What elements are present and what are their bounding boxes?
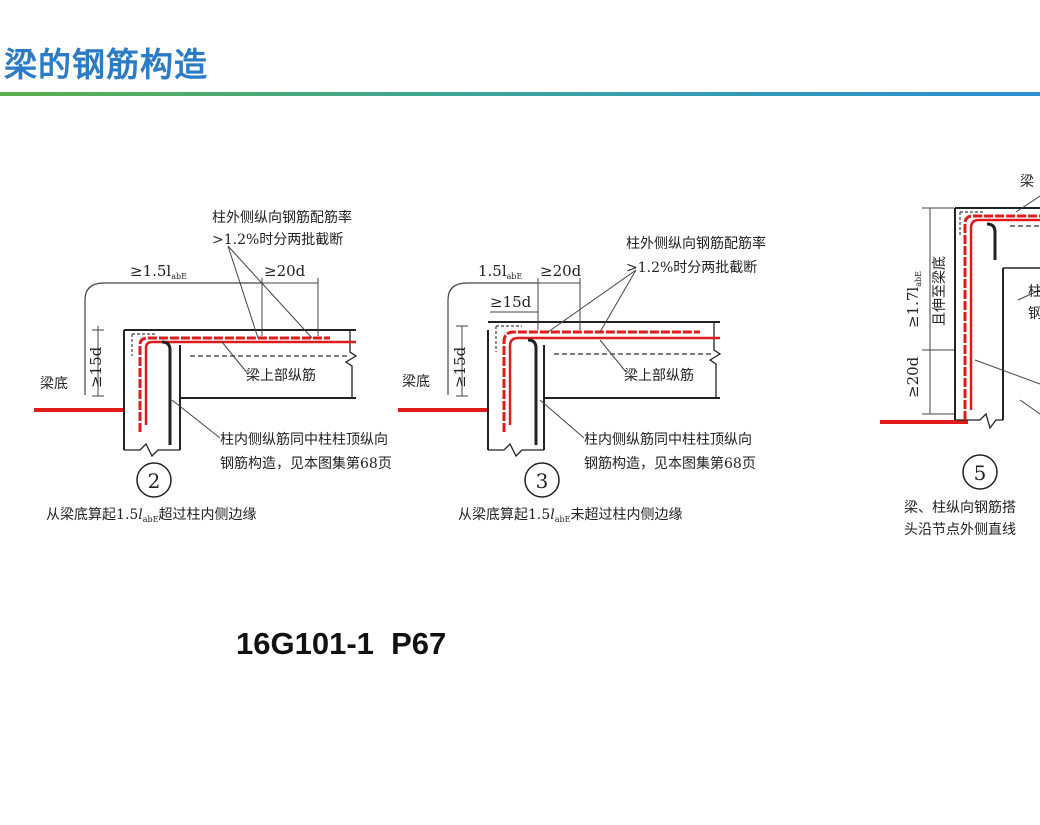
break-mark xyxy=(955,412,1003,430)
break-mark xyxy=(124,442,180,458)
dim-bend: ≥15d xyxy=(87,346,105,388)
leader-line xyxy=(599,339,627,373)
caption-l: l xyxy=(550,507,554,523)
detail-caption-line-1: 梁、柱纵向钢筋搭 xyxy=(904,499,1016,516)
caption-post: 超过柱内侧边缘 xyxy=(158,507,256,523)
dim-vert-1: ≥1.7labE xyxy=(904,271,923,328)
note-outer-line-1: 柱外侧纵向钢筋配筋率 xyxy=(626,235,766,252)
break-mark xyxy=(708,322,722,398)
corner-bar xyxy=(959,211,984,236)
label-mid-partial-1: 柱 xyxy=(1028,284,1040,300)
break-mark xyxy=(344,330,358,398)
column-inner-rebar xyxy=(161,340,172,445)
detail-2: 柱外侧纵向钢筋配筋率 >1.2%时分两批截断 ≥1.5labE ≥20d ≥15… xyxy=(34,209,392,524)
corner-bar xyxy=(495,325,522,352)
dim-anchor-main: ≥1.5l xyxy=(130,262,171,280)
label-mid-partial-2: 钢 xyxy=(1028,306,1040,322)
leader-line xyxy=(539,399,585,439)
column-inner-rebar xyxy=(527,338,538,445)
caption-l: l xyxy=(138,507,142,523)
note-outer-line-2: >1.2%时分两批截断 xyxy=(626,260,757,276)
leader-line xyxy=(1017,289,1040,301)
reference-caption: 16G101-1 P67 xyxy=(236,626,447,661)
detail-caption: 从梁底算起1.5labE超过柱内侧边缘 xyxy=(46,507,256,524)
label-beam-bottom: 梁底 xyxy=(40,376,68,392)
dim-anchor: ≥1.5labE xyxy=(130,262,187,281)
note-inner-line-1: 柱内侧纵筋同中柱柱顶纵向 xyxy=(220,431,388,448)
title-divider xyxy=(0,92,1040,96)
caption-sub: abE xyxy=(555,515,571,524)
detail-number: 2 xyxy=(148,469,161,493)
detail-caption: 从梁底算起1.5labE未超过柱内侧边缘 xyxy=(458,507,682,524)
leader-line xyxy=(599,269,637,333)
leader-line xyxy=(1019,399,1040,415)
page-title: 梁的钢筋构造 xyxy=(4,45,208,84)
label-beam-top-rebar: 梁上部纵筋 xyxy=(624,367,694,384)
leader-line xyxy=(171,399,221,439)
detail-number: 3 xyxy=(536,469,549,493)
corner-bar xyxy=(131,333,156,356)
beam-top-rebar xyxy=(508,336,720,425)
caption-pre: 从梁底算起1.5 xyxy=(458,507,550,523)
beam-top-rebar xyxy=(969,218,1040,410)
detail-number-circle xyxy=(524,462,560,498)
dim-vert-1-sub: abE xyxy=(914,271,923,287)
dim-anchor-sub: abE xyxy=(171,272,187,281)
detail-caption-line-2: 头沿节点外侧直线 xyxy=(904,521,1016,538)
anchor-dimension-arc xyxy=(447,282,538,395)
detail-number-circle xyxy=(962,454,998,490)
caption-pre: 从梁底算起1.5 xyxy=(46,507,138,523)
beam-top-rebar xyxy=(144,340,356,425)
label-top-partial: 梁 xyxy=(1020,174,1034,190)
note-inner-line-2: 钢筋构造，见本图集第68页 xyxy=(584,455,756,472)
column-outer-rebar xyxy=(963,214,1040,420)
column-inner-rebar xyxy=(986,222,997,260)
leader-line xyxy=(227,245,259,339)
note-outer-line-1: 柱外侧纵向钢筋配筋率 xyxy=(212,209,352,226)
label-beam-bottom: 梁底 xyxy=(402,374,430,390)
dim-lap: ≥20d xyxy=(264,262,306,280)
column-outer-rebar xyxy=(502,330,700,432)
note-outer-line-2: >1.2%时分两批截断 xyxy=(212,232,343,248)
detail-number: 5 xyxy=(974,461,987,485)
detail-3: 柱外侧纵向钢筋配筋率 >1.2%时分两批截断 1.5labE ≥20d ≥15d… xyxy=(398,235,766,524)
break-mark xyxy=(488,442,544,458)
leader-line xyxy=(547,269,637,333)
leader-line xyxy=(1015,195,1040,213)
leader-line xyxy=(974,359,1040,385)
column-outer-rebar xyxy=(138,336,330,432)
dim-bend: ≥15d xyxy=(451,346,469,388)
label-beam-top-rebar: 梁上部纵筋 xyxy=(246,367,316,384)
dim-bend-top: ≥15d xyxy=(490,293,532,311)
dim-vert-3: ≥20d xyxy=(904,356,922,398)
detail-5: ≥1.7labE 且伸至梁底 ≥20d 梁 柱 钢 5 梁、柱纵向钢筋搭 头沿节… xyxy=(880,174,1040,538)
note-inner-line-1: 柱内侧纵筋同中柱柱顶纵向 xyxy=(584,431,752,448)
dim-anchor-main: 1.5l xyxy=(478,262,507,280)
dim-lap: ≥20d xyxy=(540,262,582,280)
leader-line xyxy=(227,245,313,339)
caption-post: 未超过柱内侧边缘 xyxy=(570,507,682,523)
note-inner-line-2: 钢筋构造，见本图集第68页 xyxy=(220,455,392,472)
dim-vert-2: 且伸至梁底 xyxy=(932,256,948,326)
dim-anchor: 1.5labE xyxy=(478,262,523,281)
leader-line xyxy=(221,341,249,375)
caption-sub: abE xyxy=(143,515,159,524)
detail-number-circle xyxy=(136,462,172,498)
dim-anchor-sub: abE xyxy=(507,272,523,281)
anchor-dimension-arc xyxy=(84,282,262,395)
dim-vert-1-main: ≥1.7l xyxy=(904,287,922,328)
